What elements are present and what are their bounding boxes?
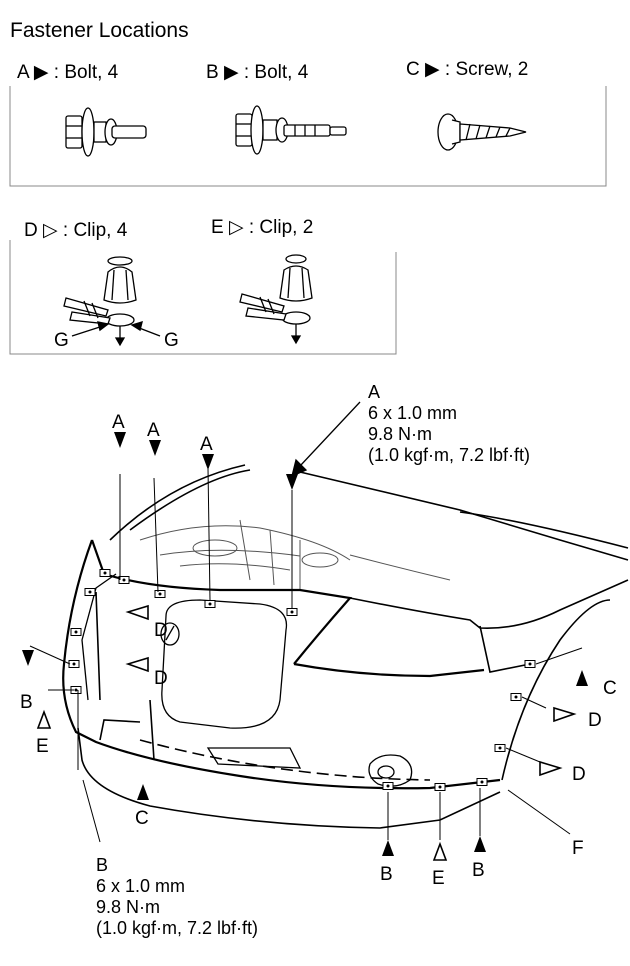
spec-b-letter: B [96, 855, 109, 875]
callout-d-marker [553, 707, 575, 722]
callout-d-marker [127, 657, 149, 672]
legend-frame-clips [9, 240, 397, 355]
callout-a-label: A [200, 434, 213, 455]
leader-lines [29, 467, 583, 843]
legend-c-label: C ▶ : Screw, 2 [406, 59, 529, 80]
spec-b-size: 6 x 1.0 mm [96, 876, 186, 896]
vehicle-hood [109, 464, 629, 561]
vehicle-grille [160, 599, 288, 729]
vehicle-fog-light [206, 747, 413, 787]
callout-a-marker [202, 454, 214, 470]
clip-markers [68, 569, 536, 791]
callout-b-label: B [380, 864, 393, 885]
spec-a-arrow [291, 401, 361, 478]
g-arrow-left [71, 321, 110, 337]
callout-b-label: B [20, 692, 33, 713]
legend-b-label: B ▶ : Bolt, 4 [206, 62, 309, 83]
callout-d-marker [539, 761, 561, 776]
g-arrow-right [130, 320, 161, 337]
callout-b-marker [22, 650, 34, 666]
vehicle-bumper-lower [77, 591, 501, 829]
diagram-title: Fastener Locations [10, 19, 189, 42]
callout-b-marker [382, 840, 394, 856]
callout-f-label: F [572, 838, 584, 859]
callout-d-label: D [588, 710, 602, 731]
callout-a-marker [149, 440, 161, 456]
spec-b-torque-alt: (1.0 kgf·m, 7.2 lbf·ft) [96, 918, 259, 938]
spec-a-block: A 6 x 1.0 mm 9.8 N·m (1.0 kgf·m, 7.2 lbf… [368, 382, 530, 466]
callout-d-label: D [572, 764, 586, 785]
screw-icon [437, 113, 527, 151]
legend-e-label: E ▷ : Clip, 2 [211, 217, 314, 238]
callout-d-label: D [154, 668, 168, 689]
callout-g-label: G [54, 330, 69, 351]
spec-a-torque: 9.8 N·m [368, 424, 433, 444]
callout-d-label: D [154, 620, 168, 641]
spec-b-block: B 6 x 1.0 mm 9.8 N·m (1.0 kgf·m, 7.2 lbf… [96, 855, 258, 939]
callout-a-marker [114, 432, 126, 448]
callout-g-label: G [164, 330, 179, 351]
spec-a-letter: A [368, 382, 381, 402]
callout-a-label: A [112, 412, 125, 433]
callout-c-label: C [603, 678, 617, 699]
callout-e-marker [37, 711, 51, 729]
pliers-icon [239, 293, 287, 321]
legend-d-label: D ▷ : Clip, 4 [24, 220, 128, 241]
clip-icon [279, 254, 313, 345]
spec-a-torque-alt: (1.0 kgf·m, 7.2 lbf·ft) [368, 445, 531, 465]
callout-e-label: E [36, 736, 49, 757]
spec-b-torque: 9.8 N·m [96, 897, 161, 917]
callout-c-marker [576, 670, 588, 686]
callout-b-marker [474, 836, 486, 852]
legend-frame-top [9, 86, 607, 187]
vehicle-engine-bay [139, 519, 451, 590]
callout-d-marker [127, 605, 149, 620]
clip-icon [103, 256, 137, 347]
callout-c-marker [137, 784, 149, 800]
callout-e-marker [433, 843, 447, 861]
vehicle-headlight-edge [81, 573, 117, 701]
flange-bolt-icon [235, 105, 347, 155]
pliers-icon [63, 297, 111, 325]
legend-a-label: A ▶ : Bolt, 4 [17, 62, 119, 83]
callout-a-marker [286, 474, 298, 490]
callout-b-label: B [472, 860, 485, 881]
callout-a-label: A [147, 420, 160, 441]
vehicle-fender [349, 579, 629, 781]
callout-e-label: E [432, 868, 445, 889]
callout-c-label: C [135, 808, 149, 829]
bolt-icon [65, 107, 147, 157]
spec-a-size: 6 x 1.0 mm [368, 403, 458, 423]
